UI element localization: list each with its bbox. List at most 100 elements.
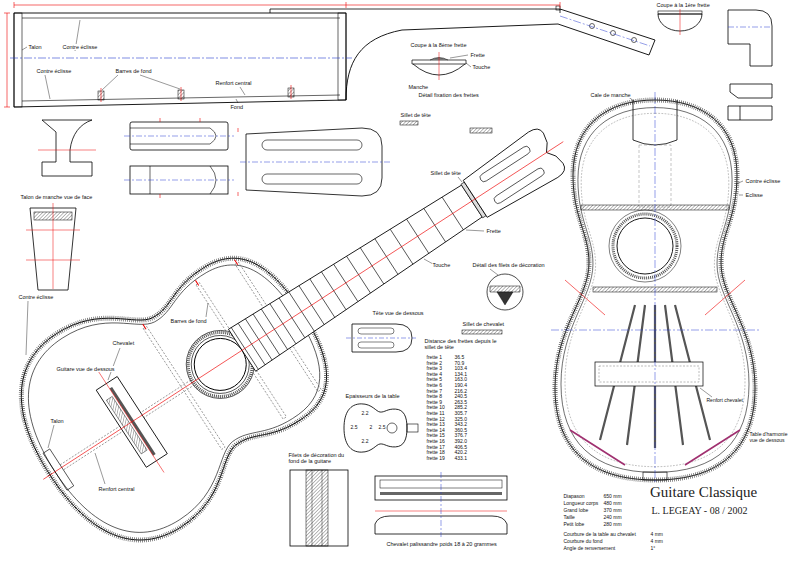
- leader-line: [466, 230, 484, 231]
- side-view: [346, 24, 558, 100]
- bottom-pieces: [312, 470, 322, 546]
- part-label: Frette: [486, 228, 501, 234]
- details: [490, 286, 520, 292]
- soundboard-view: [599, 366, 699, 382]
- details: [344, 274, 523, 452]
- part-label: Touche: [472, 64, 491, 70]
- leader-line: [22, 20, 743, 484]
- guitar-top-view: [493, 167, 546, 205]
- details: [358, 342, 394, 348]
- leader-line: [736, 181, 743, 184]
- side-view: [101, 85, 291, 102]
- soundboard-view: [565, 280, 605, 315]
- spec-cell: 240 mm: [603, 515, 622, 521]
- bottom-pieces: [290, 470, 507, 546]
- heel-pieces: [38, 150, 96, 151]
- part-label: Distance des frettes depuis le sillet de…: [424, 338, 505, 351]
- details: [346, 338, 416, 339]
- part-label: Eclisse: [745, 192, 763, 198]
- neck-section: [470, 128, 492, 133]
- part-label: Barres de fond: [170, 318, 207, 324]
- details: [487, 274, 523, 310]
- leader-line: [108, 348, 120, 380]
- leader-line: [48, 425, 54, 448]
- details: [344, 404, 407, 452]
- leader-line: [450, 55, 468, 58]
- side-view: [4, 13, 10, 107]
- neck-section: [400, 121, 418, 125]
- details: [497, 292, 513, 305]
- soundboard-view: [595, 362, 703, 386]
- fret-table-cell: frette 19: [426, 456, 445, 462]
- spec-cell: Taille: [563, 515, 575, 521]
- soundboard-view: [705, 280, 745, 315]
- spec-cell: 4 mm: [650, 532, 664, 538]
- spec-cell: 4 mm: [650, 539, 664, 545]
- heel-pieces: [240, 162, 390, 163]
- spec-cell: Petit lobe: [563, 522, 585, 528]
- thickness-value: 2.5: [378, 425, 386, 431]
- author-date: L. LEGEAY - 08 / 2002: [651, 505, 748, 516]
- side-view: [22, 18, 340, 101]
- part-label: Contre éclisse: [62, 44, 98, 50]
- spec-cell: Longueur corps: [563, 501, 599, 507]
- part-label: Epaisseurs de la table: [345, 393, 400, 399]
- part-label: Fond: [230, 104, 244, 110]
- title: Guitare Classique: [650, 484, 757, 501]
- soundboard-view: [609, 210, 681, 282]
- leader-line: [206, 303, 208, 317]
- part-label: Renfort central: [215, 80, 252, 86]
- part-label: Manche: [408, 84, 429, 90]
- guitar-top-view: [138, 256, 240, 329]
- bottom-pieces: [306, 470, 328, 546]
- spec-cell: 480 mm: [603, 501, 622, 507]
- part-label: Détail des filets de décoration: [472, 262, 545, 268]
- side-view: [14, 5, 560, 6]
- leader-line: [240, 87, 245, 95]
- soundboard-view: [551, 92, 759, 492]
- leader-line: [739, 195, 743, 196]
- spec-cell: Angle de renversement: [563, 546, 616, 552]
- side-view: [7, 13, 8, 107]
- side-view: [556, 6, 560, 10]
- guitar-top-view: [43, 142, 563, 480]
- spec-cell: Grand lobe: [563, 508, 589, 514]
- spec-cell: 280 mm: [603, 522, 622, 528]
- spec-cell: Diapason: [563, 494, 585, 500]
- heel-pieces: [262, 140, 362, 150]
- fret-table-cell: 433.1: [454, 456, 468, 462]
- heel-pieces: [124, 180, 234, 181]
- thickness-value: 2.2: [361, 439, 369, 445]
- small-pieces: [730, 84, 772, 98]
- side-view: [4, 2, 655, 107]
- leader-line: [236, 99, 238, 103]
- leader-line: [95, 453, 105, 484]
- side-view: [560, 16, 650, 46]
- part-label: Talon: [28, 44, 42, 50]
- part-label: Talon de manche vue de face: [20, 194, 93, 200]
- leader-line: [490, 269, 498, 275]
- neck-section: [400, 52, 492, 133]
- leader-line: [102, 75, 180, 90]
- bottom-pieces: [441, 472, 442, 537]
- spec-cell: Courbure du fond: [563, 539, 603, 545]
- part-label: Guitare vue de dessous: [56, 366, 115, 372]
- part-label: Contre éclisse: [36, 68, 72, 74]
- side-view: [14, 2, 560, 8]
- spec-cell: 370 mm: [603, 508, 622, 514]
- part-label: Frette: [470, 52, 485, 58]
- details: [358, 328, 394, 334]
- guitar-top-view: [0, 215, 364, 561]
- part-label: Contre éclisse: [745, 178, 781, 184]
- part-label: Table d'harmonie vue de dessous: [749, 432, 790, 444]
- part-label: Filets de décoration du fond de la guita…: [288, 452, 353, 465]
- leader-line: [466, 63, 471, 67]
- small-pieces: [728, 106, 772, 120]
- part-label: Chevalet palissandre poids 18 à 20 gramm…: [386, 541, 497, 547]
- thickness-value: 2: [369, 425, 373, 431]
- details: [462, 330, 502, 334]
- heel-pieces: [53, 203, 54, 289]
- guitar-top-view: [479, 145, 532, 183]
- spec-cell: Courbure de la table au chevalet: [563, 532, 636, 538]
